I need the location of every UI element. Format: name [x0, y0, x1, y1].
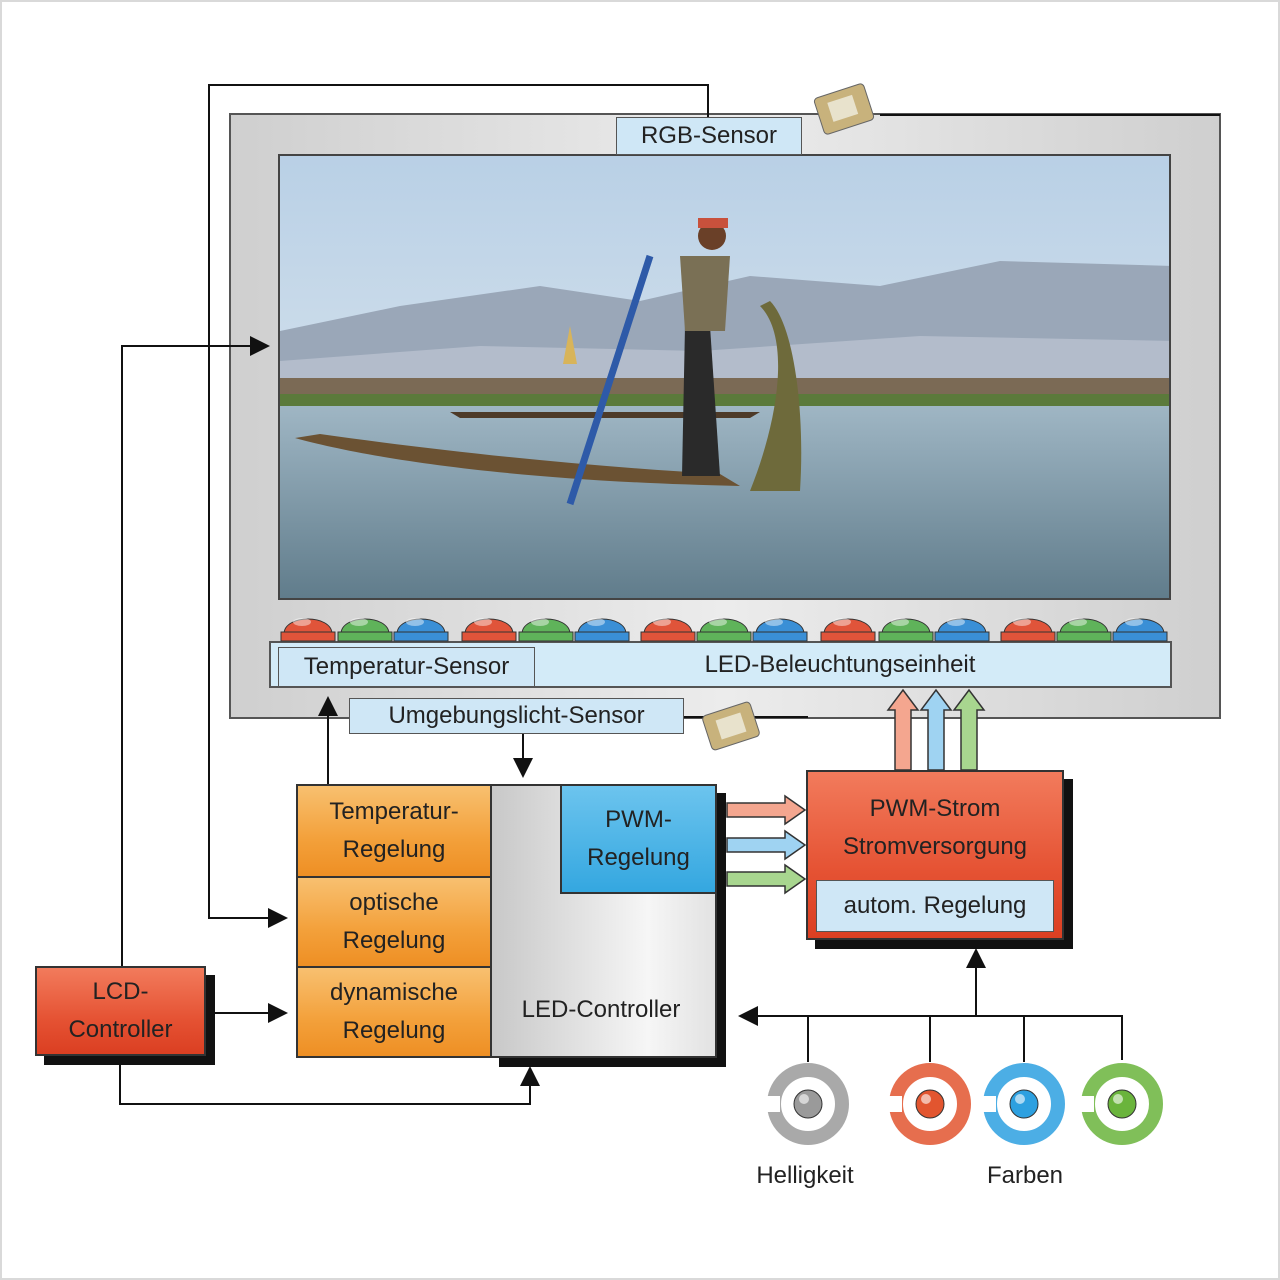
auto-control-label: autom. Regelung	[816, 880, 1054, 932]
power-red-up-arrow	[886, 688, 920, 771]
ambient-sensor-chip-icon	[702, 701, 760, 751]
control-knobs	[760, 1063, 1163, 1145]
green-color-knob-icon[interactable]	[1074, 1063, 1163, 1145]
pwm-control-block: PWM- Regelung	[560, 784, 717, 894]
colors-label: Farben	[986, 1162, 1064, 1189]
led-blue-12	[934, 618, 990, 642]
fisherman-scene	[280, 156, 1169, 598]
ambient-light-sensor-label: Umgebungslicht-Sensor	[349, 698, 684, 734]
led-green-11	[878, 618, 934, 642]
led-row	[280, 618, 1168, 642]
led-blue-15	[1112, 618, 1168, 642]
led-controller-label: LED-Controller	[521, 996, 681, 1023]
temperature-sensor-label: Temperatur-Sensor	[278, 647, 535, 687]
led-red-1	[280, 618, 336, 642]
lcd-controller-block: LCD- Controller	[35, 966, 206, 1056]
pwm-power-label: PWM-Strom Stromversorgung	[842, 795, 1028, 860]
led-red-13	[1000, 618, 1056, 642]
led-red-7	[640, 618, 696, 642]
power-green-up-arrow	[952, 688, 986, 771]
brightness-label: Helligkeit	[756, 1162, 854, 1189]
pwm-blue-arrow	[726, 829, 807, 861]
lcd-to-screen-line	[121, 336, 270, 966]
led-green-5	[518, 618, 574, 642]
blue-color-knob-icon[interactable]	[976, 1063, 1065, 1145]
led-green-14	[1056, 618, 1112, 642]
red-color-knob-icon[interactable]	[882, 1063, 971, 1145]
knob-bus-line	[738, 1006, 1123, 1060]
rgb-sensor-label: RGB-Sensor	[616, 117, 802, 155]
pwm-red-arrow	[726, 794, 807, 826]
led-blue-6	[574, 618, 630, 642]
led-blue-3	[393, 618, 449, 642]
optical-control-block: optische Regelung	[296, 876, 492, 968]
led-blue-9	[752, 618, 808, 642]
lcd-to-led-controller-line	[119, 1056, 540, 1105]
rgb-sensor-chip-icon	[813, 83, 875, 135]
led-red-4	[461, 618, 517, 642]
brightness-knob-icon[interactable]	[760, 1063, 849, 1145]
led-red-10	[820, 618, 876, 642]
led-unit-label: LED-Beleuchtungseinheit	[704, 651, 976, 678]
led-green-8	[696, 618, 752, 642]
rgb-sensor-feedback-line	[208, 84, 709, 928]
dynamic-control-block: dynamische Regelung	[296, 966, 492, 1058]
lcd-screen-image	[278, 154, 1171, 600]
power-blue-up-arrow	[919, 688, 953, 771]
pwm-green-arrow	[726, 863, 807, 895]
led-green-2	[337, 618, 393, 642]
